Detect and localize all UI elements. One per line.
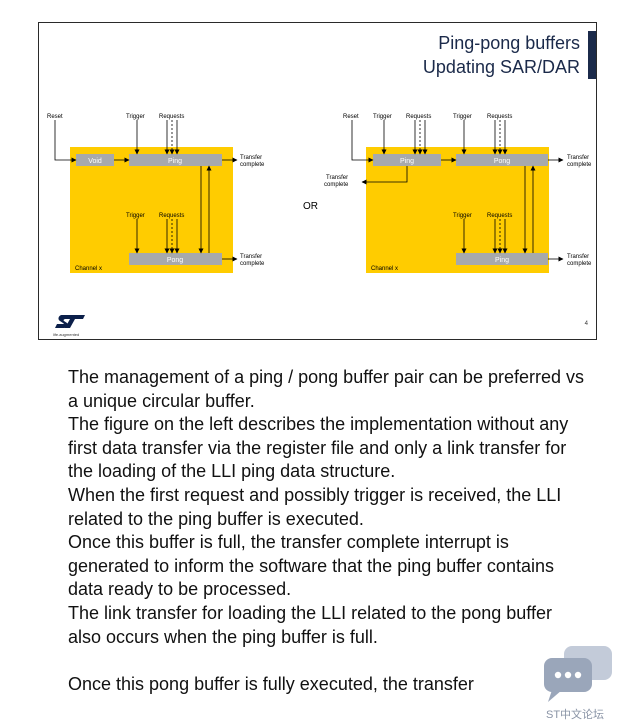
- ping-transfer-complete-arrow: [361, 166, 408, 185]
- ping-label: Ping: [168, 158, 182, 165]
- trigger-pong-top-label: Trigger: [453, 114, 472, 120]
- right-diagram: Ping Pong Ping Reset Trigger Requests Tr…: [324, 114, 592, 273]
- slide-title-line-1: Ping-pong buffers: [438, 33, 580, 53]
- left-diagram: Void Ping Pong Reset Trigger Requests Tr…: [47, 114, 265, 273]
- paragraph: The figure on the left describes the imp…: [68, 414, 569, 482]
- title-accent-bar: [588, 31, 596, 79]
- void-label: Void: [88, 158, 102, 165]
- pong-box: [456, 154, 548, 166]
- paragraph: Once this pong buffer is fully executed,…: [68, 673, 474, 694]
- ping-pong-diagram: Void Ping Pong Reset Trigger Requests Tr…: [47, 114, 592, 273]
- paragraph: When the first request and possibly trig…: [68, 484, 562, 529]
- void-box: [76, 154, 114, 166]
- ping-bottom-label: Ping: [495, 257, 509, 264]
- paragraph: The management of a ping / pong buffer p…: [68, 367, 584, 411]
- paragraph: Once this buffer is full, the transfer c…: [68, 532, 554, 600]
- transfer-complete-bottom-2: complete: [567, 261, 592, 267]
- chat-bubble-icon: [544, 646, 612, 702]
- requests-bottom-label: Requests: [159, 213, 184, 219]
- ping-box: [129, 154, 222, 166]
- transfer-complete-bottom-1: Transfer: [567, 254, 589, 260]
- transfer-complete-top-2: complete: [567, 162, 592, 168]
- trigger-bottom-label: Trigger: [126, 213, 145, 219]
- transfer-complete-top-1: Transfer: [567, 155, 589, 161]
- channel-label: Channel x: [371, 266, 398, 272]
- reset-arrow: [54, 120, 77, 163]
- channel-area: [366, 147, 549, 273]
- pong-box: [129, 253, 222, 265]
- ping-box: [373, 154, 441, 166]
- body-text: The management of a ping / pong buffer p…: [68, 366, 588, 696]
- ping-transfer-complete-2: complete: [240, 162, 265, 168]
- or-label: OR: [303, 201, 318, 212]
- requests-top-label: Requests: [159, 114, 184, 120]
- slide: Ping-pong buffers Updating SAR/DAR Void …: [38, 22, 597, 340]
- pong-label: Pong: [494, 158, 510, 165]
- paragraph: The link transfer for loading the LLI re…: [68, 602, 552, 647]
- trigger-bottom-label: Trigger: [453, 213, 472, 219]
- transfer-complete-left-1: Transfer: [326, 175, 348, 181]
- transfer-complete-left-2: complete: [324, 182, 349, 188]
- trigger-top-label: Trigger: [126, 114, 145, 120]
- requests-pong-top-label: Requests: [487, 114, 512, 120]
- requests-bottom-label: Requests: [487, 213, 512, 219]
- reset-arrow: [351, 120, 374, 163]
- pong-label: Pong: [167, 257, 183, 264]
- page-number: 4: [584, 321, 588, 327]
- logo-tagline: life.augmented: [53, 332, 80, 337]
- ping-label: Ping: [400, 158, 414, 165]
- ping-transfer-complete-1: Transfer: [240, 155, 262, 161]
- paragraph-gap: [68, 649, 588, 673]
- requests-ping-label: Requests: [406, 114, 431, 120]
- channel-area: [70, 147, 233, 273]
- slide-title-line-2: Updating SAR/DAR: [422, 57, 580, 77]
- reset-label: Reset: [47, 114, 63, 120]
- channel-label: Channel x: [75, 266, 102, 272]
- pong-transfer-complete-2: complete: [240, 261, 265, 267]
- pong-transfer-complete-1: Transfer: [240, 254, 262, 260]
- forum-watermark-label: ST中文论坛: [546, 709, 605, 721]
- reset-label: Reset: [343, 114, 359, 120]
- st-logo: [55, 315, 85, 328]
- trigger-ping-label: Trigger: [373, 114, 392, 120]
- ping-bottom-box: [456, 253, 548, 265]
